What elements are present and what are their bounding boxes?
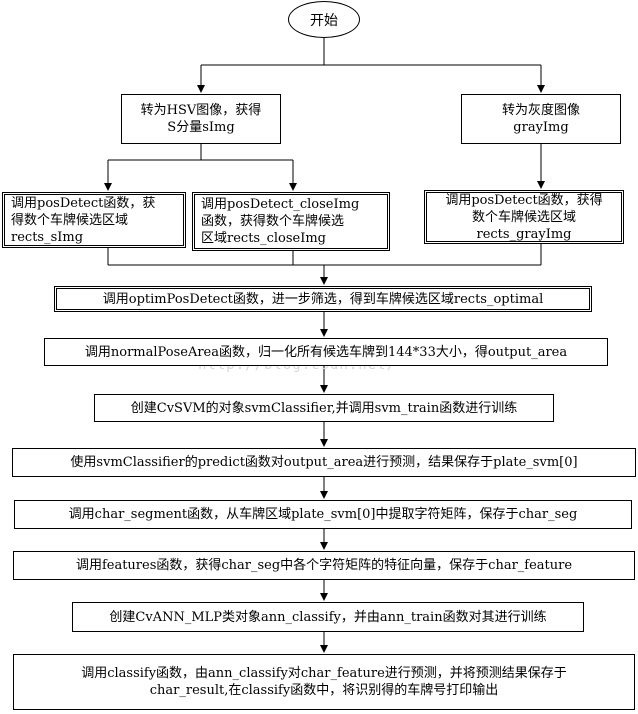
char-segment-node: 调用char_segment函数，从车牌区域plate_svm[0]中提取字符矩… (14, 500, 632, 529)
svm-train-node: 创建CvSVM的对象svmClassifier,并调用svm_train函数进行… (94, 394, 554, 422)
features-node: 调用features函数，获得char_seg中各个字符矩阵的特征向量，保存于c… (13, 551, 635, 580)
optim-posdetect-node: 调用optimPosDetect函数，进一步筛选，得到车牌候选区域rects_o… (54, 286, 592, 312)
normal-pose-area-node: 调用normalPoseArea函数，归一化所有候选车牌到144*33大小，得o… (44, 338, 608, 366)
classify-node: 调用classify函数，由ann_classify对char_feature进… (13, 654, 635, 710)
ann-train-node: 创建CvANN_MLP类对象ann_classify，并由ann_train函数… (72, 602, 584, 632)
posdetect-closeimg-node: 调用posDetect_closeImg 函数，获得数个车牌候选 区域rects… (192, 192, 390, 251)
hsv-node: 转为HSV图像，获得 S分量sImg (121, 94, 281, 144)
posdetect-simg-node: 调用posDetect函数，获 得数个车牌候选区域 rects_sImg (2, 192, 186, 248)
gray-node: 转为灰度图像 grayImg (461, 94, 621, 144)
svm-predict-node: 使用svmClassifier的predict函数对output_area进行预… (12, 448, 636, 477)
posdetect-grayimg-node: 调用posDetect函数，获得 数个车牌候选区域 rects_grayImg (424, 190, 624, 244)
start-node: 开始 (288, 1, 360, 38)
